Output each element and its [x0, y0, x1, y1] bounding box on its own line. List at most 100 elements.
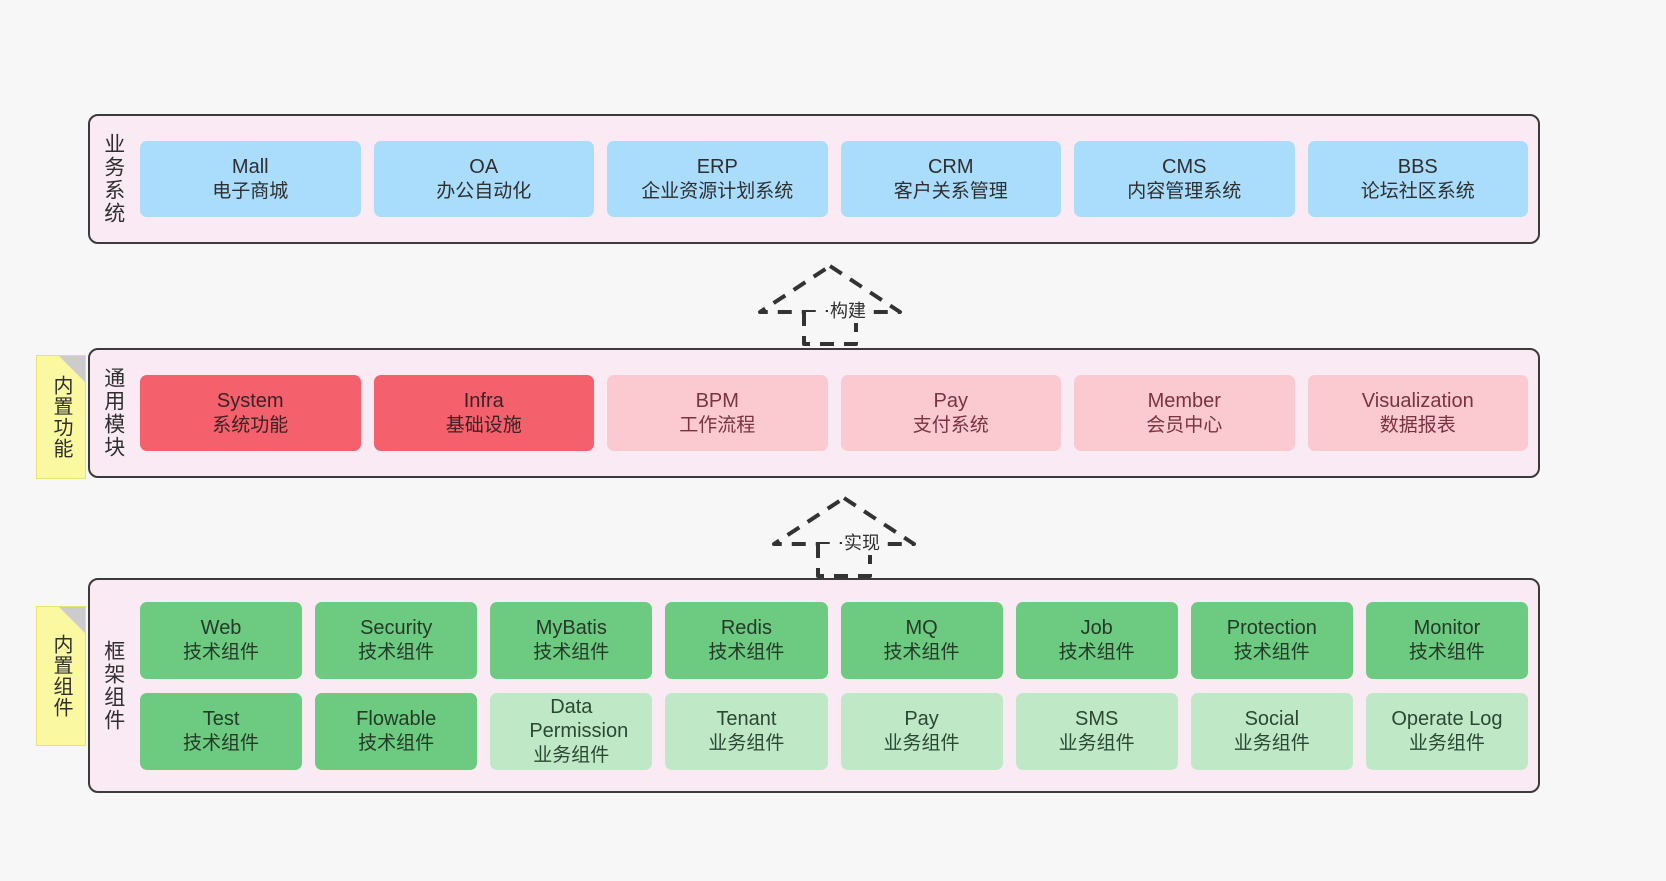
- framework-cell-security[interactable]: Security 技术组件: [315, 601, 478, 679]
- module-cell-system[interactable]: System 系统功能: [140, 375, 361, 451]
- cell-cn-label: 工作流程: [679, 414, 756, 436]
- cell-en-label: Pay: [904, 708, 939, 731]
- layer-framework-components-title: 框架组件: [101, 639, 125, 732]
- cell-cn-label: 企业资源计划系统: [641, 180, 794, 202]
- cell-cn-label: 支付系统: [912, 414, 989, 436]
- sticky-note-label: 内置组件: [50, 634, 72, 718]
- cell-en-label: CMS: [1162, 156, 1207, 179]
- sticky-note-builtin-features: 内置功能: [36, 355, 86, 479]
- cell-en-label: MyBatis: [535, 617, 607, 640]
- framework-cell-tenant[interactable]: Tenant 业务组件: [665, 692, 828, 770]
- cell-cn-label: 技术组件: [708, 641, 785, 663]
- cell-en-label: Visualization: [1361, 390, 1474, 413]
- business-cell-mall[interactable]: Mall 电子商城: [140, 141, 361, 217]
- cell-cn-label: 技术组件: [358, 732, 435, 754]
- framework-business-row: Test 技术组件 Flowable 技术组件 Data Permission …: [140, 692, 1528, 770]
- cell-en-label: SMS: [1075, 708, 1119, 731]
- module-cell-visualization[interactable]: Visualization 数据报表: [1307, 375, 1528, 451]
- cell-en-label: Flowable: [356, 708, 437, 731]
- framework-tech-row: Web 技术组件 Security 技术组件 MyBatis 技术组件 Redi…: [140, 601, 1528, 679]
- cell-cn-label: 技术组件: [1233, 641, 1310, 663]
- cell-cn-label: 业务组件: [533, 744, 610, 766]
- cell-en-label: BBS: [1397, 156, 1438, 179]
- cell-cn-label: 业务组件: [708, 732, 785, 754]
- cell-cn-label: 业务组件: [883, 732, 960, 754]
- cell-en-label: Pay: [933, 390, 968, 413]
- cell-en-label: Test: [202, 708, 240, 731]
- cell-cn-label: 业务组件: [1233, 732, 1310, 754]
- layer-common-modules-title: 通用模块: [101, 367, 125, 459]
- framework-cell-pay[interactable]: Pay 业务组件: [840, 692, 1003, 770]
- cell-en-label: CRM: [927, 156, 974, 179]
- cell-cn-label: 业务组件: [1408, 732, 1485, 754]
- framework-cell-social[interactable]: Social 业务组件: [1190, 692, 1353, 770]
- cell-cn-label: 技术组件: [883, 641, 960, 663]
- cell-en-label: Security: [360, 617, 433, 640]
- framework-cell-web[interactable]: Web 技术组件: [140, 601, 303, 679]
- business-row: Mall 电子商城 OA 办公自动化 ERP 企业资源计划系统 CRM 客户关系…: [140, 141, 1528, 217]
- connector-build-label: 构建: [828, 297, 868, 323]
- framework-cell-sms[interactable]: SMS 业务组件: [1015, 692, 1178, 770]
- cell-cn-label: 电子商城: [212, 180, 289, 202]
- cell-en-label: Monitor: [1413, 617, 1481, 640]
- cell-en-label: System: [216, 390, 284, 413]
- business-cell-cms[interactable]: CMS 内容管理系统: [1074, 141, 1295, 217]
- framework-cell-redis[interactable]: Redis 技术组件: [665, 601, 828, 679]
- cell-en-label: Social: [1244, 708, 1300, 731]
- business-cell-bbs[interactable]: BBS 论坛社区系统: [1307, 141, 1528, 217]
- cell-en-label: Operate Log: [1391, 708, 1503, 731]
- framework-cell-flowable[interactable]: Flowable 技术组件: [315, 692, 478, 770]
- framework-cell-job[interactable]: Job 技术组件: [1015, 601, 1178, 679]
- framework-cell-mybatis[interactable]: MyBatis 技术组件: [490, 601, 653, 679]
- cell-en-label: MQ: [905, 617, 938, 640]
- module-cell-pay[interactable]: Pay 支付系统: [840, 375, 1061, 451]
- cell-en-label: Protection: [1226, 617, 1317, 640]
- note-fold-icon: [59, 607, 85, 633]
- sticky-note-builtin-components: 内置组件: [36, 606, 86, 746]
- cell-en-label: Member: [1147, 390, 1221, 413]
- cell-cn-label: 技术组件: [358, 641, 435, 663]
- cell-cn-label: 技术组件: [533, 641, 610, 663]
- cell-cn-label: 内容管理系统: [1127, 180, 1242, 202]
- cell-en-label: Job: [1080, 617, 1113, 640]
- connector-implement-label: 实现: [842, 529, 882, 555]
- layer-business-system: 业务系统 Mall 电子商城 OA 办公自动化 ERP 企业资源计划系统 CRM…: [88, 114, 1540, 244]
- sticky-note-label: 内置功能: [50, 375, 72, 459]
- framework-cell-protection[interactable]: Protection 技术组件: [1190, 601, 1353, 679]
- framework-cell-mq[interactable]: MQ 技术组件: [840, 601, 1003, 679]
- cell-cn-label: 数据报表: [1379, 414, 1456, 436]
- framework-cell-test[interactable]: Test 技术组件: [140, 692, 303, 770]
- cell-cn-label: 技术组件: [1058, 641, 1135, 663]
- cell-cn-label: 系统功能: [212, 414, 289, 436]
- module-cell-infra[interactable]: Infra 基础设施: [373, 375, 594, 451]
- cell-cn-label: 业务组件: [1058, 732, 1135, 754]
- framework-cell-monitor[interactable]: Monitor 技术组件: [1365, 601, 1528, 679]
- module-cell-member[interactable]: Member 会员中心: [1074, 375, 1295, 451]
- layer-framework-components-body: Web 技术组件 Security 技术组件 MyBatis 技术组件 Redi…: [136, 580, 1538, 791]
- business-cell-erp[interactable]: ERP 企业资源计划系统: [607, 141, 828, 217]
- cell-en-label: Data Permission: [529, 696, 629, 743]
- cell-cn-label: 基础设施: [445, 414, 522, 436]
- framework-cell-operate-log[interactable]: Operate Log 业务组件: [1365, 692, 1528, 770]
- cell-en-label: BPM: [695, 390, 739, 413]
- connector-implement: 实现: [770, 494, 918, 578]
- business-cell-oa[interactable]: OA 办公自动化: [373, 141, 594, 217]
- cell-en-label: Web: [200, 617, 242, 640]
- layer-business-system-body: Mall 电子商城 OA 办公自动化 ERP 企业资源计划系统 CRM 客户关系…: [136, 116, 1538, 242]
- layer-business-system-title: 业务系统: [101, 133, 125, 225]
- layer-common-modules-body: System 系统功能 Infra 基础设施 BPM 工作流程 Pay 支付系统…: [136, 350, 1538, 476]
- cell-en-label: ERP: [696, 156, 738, 179]
- cell-cn-label: 论坛社区系统: [1360, 180, 1475, 202]
- cell-cn-label: 技术组件: [1408, 641, 1485, 663]
- cell-en-label: Infra: [463, 390, 504, 413]
- cell-cn-label: 会员中心: [1146, 414, 1223, 436]
- module-cell-bpm[interactable]: BPM 工作流程: [607, 375, 828, 451]
- connector-build: 构建: [756, 262, 904, 346]
- cell-en-label: Redis: [720, 617, 772, 640]
- modules-row: System 系统功能 Infra 基础设施 BPM 工作流程 Pay 支付系统…: [140, 375, 1528, 451]
- framework-cell-data-permission[interactable]: Data Permission 业务组件: [490, 692, 653, 770]
- cell-cn-label: 技术组件: [183, 732, 260, 754]
- cell-en-label: Mall: [231, 156, 269, 179]
- business-cell-crm[interactable]: CRM 客户关系管理: [840, 141, 1061, 217]
